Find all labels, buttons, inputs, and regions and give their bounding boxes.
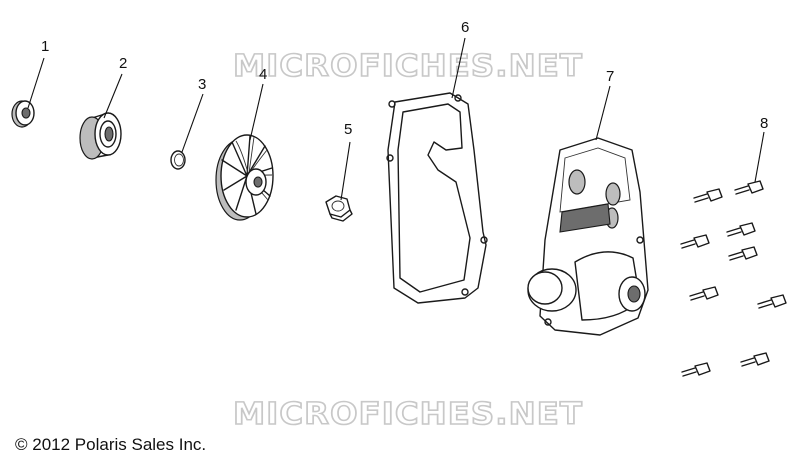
callout-6: 6 xyxy=(461,19,469,36)
part-4-impeller xyxy=(215,134,274,221)
bolt xyxy=(681,362,711,377)
callout-2: 2 xyxy=(119,55,127,72)
bolt xyxy=(693,188,723,203)
part-8-bolts xyxy=(680,180,787,377)
copyright-notice: © 2012 Polaris Sales Inc. xyxy=(15,435,207,454)
callout-4: 4 xyxy=(259,66,267,83)
leader-lines xyxy=(27,37,765,201)
bolt xyxy=(757,294,787,309)
callout-3: 3 xyxy=(198,76,206,93)
part-1-seal xyxy=(11,100,35,128)
bolt xyxy=(680,234,710,249)
part-7-pump-cover xyxy=(527,137,649,336)
bolt xyxy=(728,246,758,261)
callout-1: 1 xyxy=(41,38,49,55)
bolt xyxy=(689,286,719,301)
callout-7: 7 xyxy=(606,68,614,85)
part-5-nut xyxy=(325,195,353,222)
part-6-gasket xyxy=(386,92,488,304)
callout-8: 8 xyxy=(760,115,768,132)
bolt xyxy=(740,352,770,367)
part-3-o-ring xyxy=(170,150,186,170)
part-2-mechanical-seal xyxy=(79,112,122,160)
bolt xyxy=(734,180,764,195)
bolt xyxy=(726,222,756,237)
callout-5: 5 xyxy=(344,121,352,138)
watermark-bottom: MICROFICHES.NET xyxy=(233,397,583,432)
watermark-top: MICROFICHES.NET xyxy=(233,49,583,84)
